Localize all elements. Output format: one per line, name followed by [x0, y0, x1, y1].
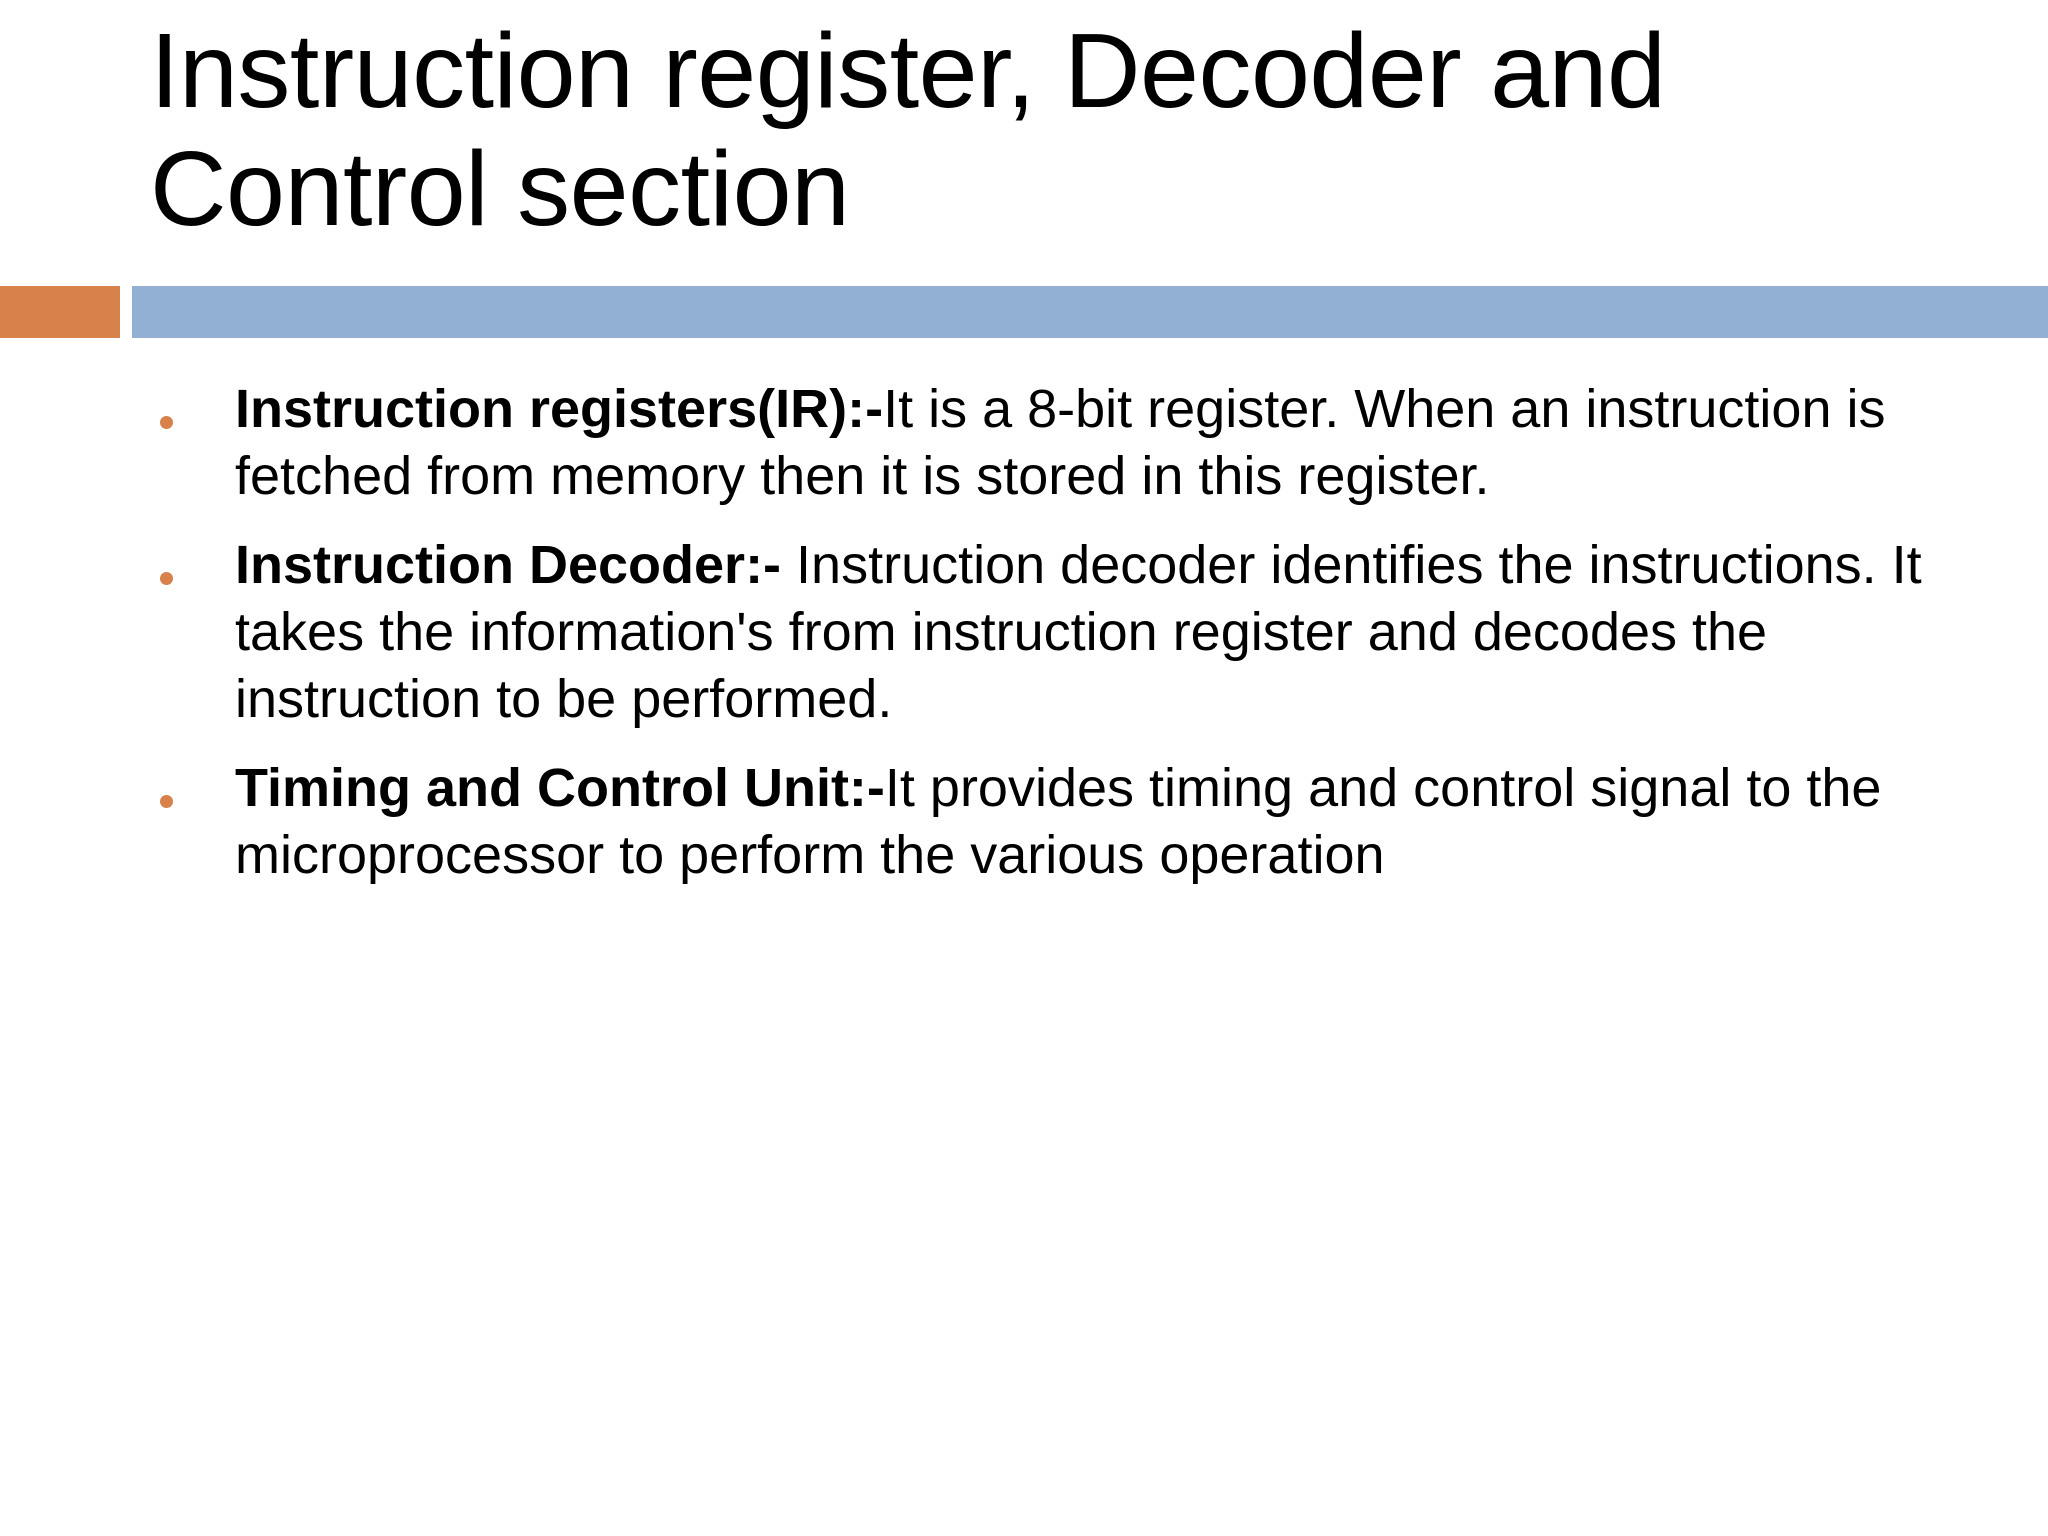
bullet-body-text: Instruction decoder identifies the instr… — [235, 535, 1922, 729]
bullet-dot-icon — [160, 572, 173, 585]
bullet-dot-icon — [160, 795, 173, 808]
bullet-lead-in: Timing and Control Unit:- — [235, 758, 885, 818]
title-area: Instruction register, Decoder and Contro… — [150, 12, 1950, 274]
bullet-paragraph: Timing and Control Unit:-It provides tim… — [235, 755, 1940, 889]
bullet-body-text: It provides timing and control signal to… — [235, 758, 1882, 885]
accent-bar-orange — [0, 286, 120, 338]
bullet-body-text: It is a 8-bit register. When an instruct… — [235, 379, 1886, 506]
bullet-lead-in: Instruction Decoder:- — [235, 535, 782, 595]
bullet-dot-icon — [160, 416, 173, 429]
bullet-paragraph: Instruction registers(IR):-It is a 8-bit… — [235, 376, 1940, 510]
slide-body: Instruction registers(IR):-It is a 8-bit… — [0, 376, 2048, 889]
list-item: Timing and Control Unit:-It provides tim… — [0, 755, 2048, 889]
list-item: Instruction Decoder:- Instruction decode… — [0, 532, 2048, 733]
bullet-paragraph: Instruction Decoder:- Instruction decode… — [235, 532, 1940, 733]
list-item: Instruction registers(IR):-It is a 8-bit… — [0, 376, 2048, 510]
page-title: Instruction register, Decoder and Contro… — [150, 12, 1666, 248]
accent-bar-blue — [132, 286, 2048, 338]
bullet-lead-in: Instruction registers(IR):- — [235, 379, 884, 439]
